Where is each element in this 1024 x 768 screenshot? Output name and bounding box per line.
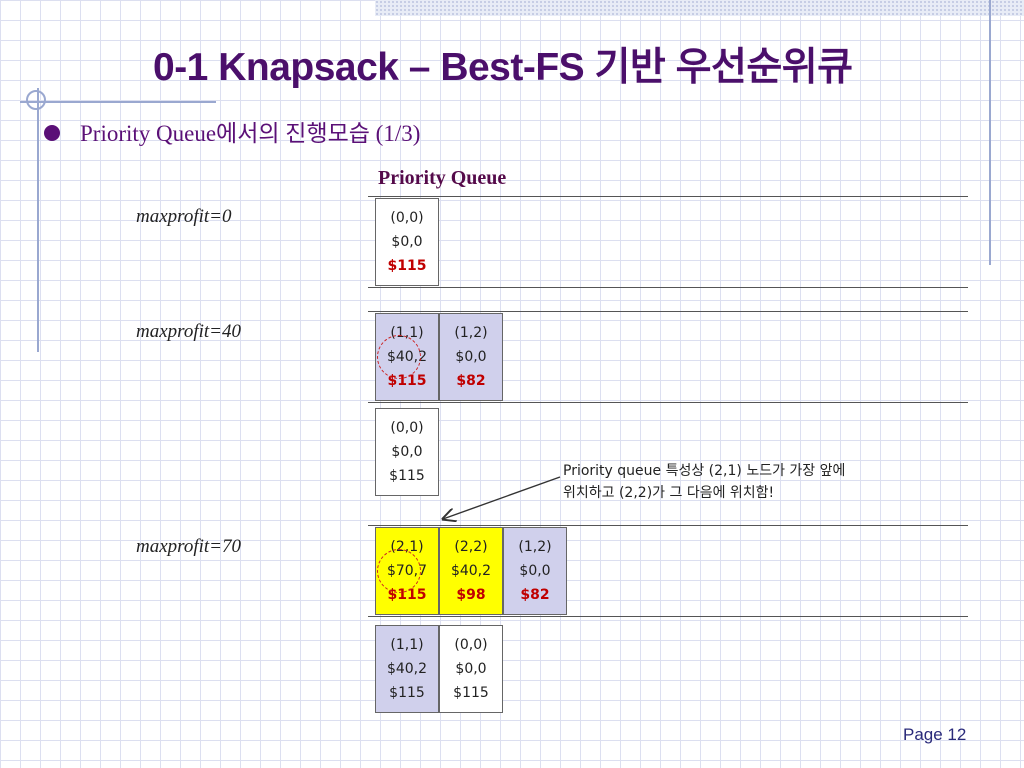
note-line: Priority queue 특성상 (2,1) 노드가 가장 앞에 (563, 463, 846, 479)
queue-border-top (368, 196, 968, 197)
popped-node: (1,1) $40,2 $115 (375, 625, 439, 713)
node-position: (2,2) (454, 539, 488, 555)
node-position: (1,1) (390, 637, 424, 653)
bullet-icon (44, 125, 60, 141)
node-value: $0,0 (391, 234, 423, 250)
node-position: (1,2) (518, 539, 552, 555)
node-bound: $98 (456, 587, 486, 603)
queue-border-bottom (368, 287, 968, 288)
queue-node: (2,2) $40,2 $98 (439, 527, 503, 615)
popped-node: (0,0) $0,0 $115 (375, 408, 439, 496)
decorative-vertical-line (989, 0, 991, 265)
node-position: (0,0) (454, 637, 488, 653)
node-value: $40,2 (386, 661, 428, 677)
page-number: Page 12 (903, 725, 967, 744)
node-value: $0,0 (519, 563, 551, 579)
decorative-horizontal-line (20, 101, 216, 103)
queue-border-top (368, 311, 968, 312)
bullet-text: Priority Queue에서의 진행모습 (1/3) (80, 121, 421, 146)
queue-node: (0,0) $0,0 $115 (375, 198, 439, 286)
node-value: $0,0 (391, 444, 423, 460)
decorative-vertical-line (37, 88, 39, 352)
queue-node: (1,2) $0,0 $82 (503, 527, 567, 615)
maxprofit-label: maxprofit=70 (136, 536, 242, 557)
priority-queue-header: Priority Queue (378, 167, 507, 189)
queue-border-bottom (368, 616, 968, 617)
queue-border-bottom (368, 402, 968, 403)
node-value: $0,0 (455, 661, 487, 677)
decorative-header-band (375, 0, 1024, 16)
node-bound: $115 (389, 468, 425, 484)
node-position: (1,2) (454, 325, 488, 341)
node-bound: $82 (520, 587, 550, 603)
note-line: 위치하고 (2,2)가 그 다음에 위치함! (563, 485, 775, 501)
annotation-note: Priority queue 특성상 (2,1) 노드가 가장 앞에 위치하고 … (563, 460, 845, 504)
node-position: (0,0) (390, 420, 424, 436)
maxprofit-label: maxprofit=0 (136, 206, 232, 227)
queue-border-top (368, 525, 968, 526)
decorative-circle-icon (26, 90, 46, 110)
node-bound: $115 (453, 685, 489, 701)
highlight-circle (377, 549, 421, 593)
node-value: $40,2 (450, 563, 492, 579)
node-bound: $82 (456, 373, 486, 389)
node-value: $0,0 (455, 349, 487, 365)
node-bound: $115 (387, 258, 427, 274)
node-position: (0,0) (390, 210, 424, 226)
slide-title: 0-1 Knapsack – Best-FS 기반 우선순위큐 (153, 46, 853, 89)
highlight-circle (377, 335, 421, 379)
maxprofit-label: maxprofit=40 (136, 321, 242, 342)
popped-node: (0,0) $0,0 $115 (439, 625, 503, 713)
queue-node: (1,2) $0,0 $82 (439, 313, 503, 401)
node-bound: $115 (389, 685, 425, 701)
